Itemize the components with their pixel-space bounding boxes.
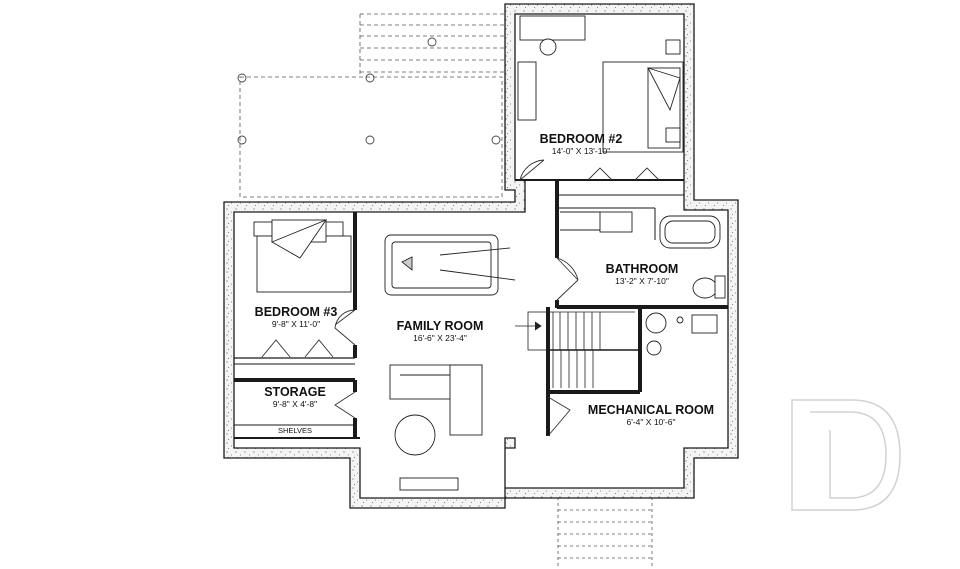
bedroom3-dims: 9'-8" X 11'-0" bbox=[272, 319, 320, 329]
bathroom-dims: 13'-2" X 7'-10" bbox=[615, 276, 669, 286]
bedroom3-name: BEDROOM #3 bbox=[255, 305, 338, 319]
exterior-deck bbox=[239, 13, 505, 198]
interior-stairs bbox=[515, 311, 635, 388]
bathroom-fixtures bbox=[560, 211, 726, 299]
deck-posts bbox=[237, 37, 501, 145]
bedroom2-furniture bbox=[517, 15, 684, 153]
bedroom2-dims: 14'-0" X 13'-10" bbox=[552, 146, 610, 156]
mechanical-name: MECHANICAL ROOM bbox=[588, 403, 714, 417]
familyroom-furniture bbox=[384, 234, 516, 491]
interior-walls bbox=[234, 179, 728, 439]
bedroom2-name: BEDROOM #2 bbox=[540, 132, 623, 146]
storage-dims: 9'-8" X 4'-8" bbox=[273, 399, 317, 409]
shelves-label: SHELVES bbox=[278, 426, 312, 435]
mechanical-equipment bbox=[645, 312, 718, 356]
familyroom-dims: 16'-6" X 23'-4" bbox=[413, 333, 467, 343]
mechanical-dims: 6'-4" X 10'-6" bbox=[627, 417, 676, 427]
foundation-walls bbox=[223, 3, 739, 509]
bedroom3-furniture bbox=[253, 219, 352, 293]
door-swings bbox=[261, 159, 660, 437]
exterior-steps bbox=[557, 497, 653, 569]
familyroom-name: FAMILY ROOM bbox=[397, 319, 484, 333]
storage-name: STORAGE bbox=[264, 385, 326, 399]
bathroom-name: BATHROOM bbox=[606, 262, 679, 276]
brand-d-logo-icon bbox=[791, 399, 901, 511]
